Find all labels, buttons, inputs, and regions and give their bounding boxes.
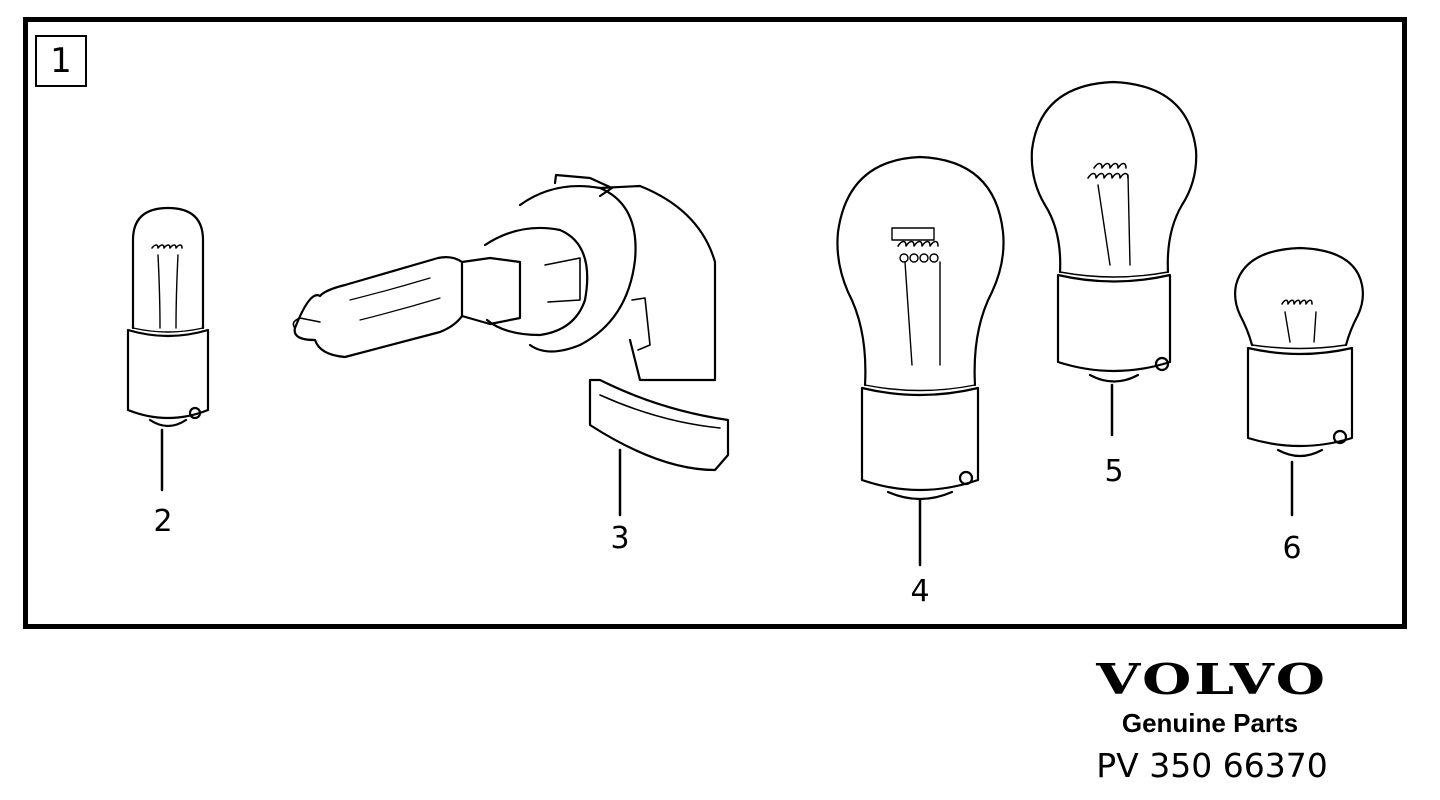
callout-4: 4	[910, 574, 930, 609]
part-number: PV 350 66370	[1096, 746, 1328, 785]
genuine-parts-label: Genuine Parts	[1121, 708, 1299, 738]
bulb-5-illustration	[1030, 80, 1198, 437]
bulb-2-illustration	[126, 206, 210, 492]
callout-6: 6	[1282, 531, 1302, 566]
volvo-logo: VOLVO	[1096, 655, 1328, 704]
diagram-index-label: 1	[35, 35, 87, 87]
bulb-6-illustration	[1234, 246, 1364, 517]
callout-2: 2	[153, 504, 173, 539]
bulb-3-illustration	[292, 173, 730, 517]
bulb-4-illustration	[836, 155, 1005, 567]
callout-3: 3	[610, 521, 630, 556]
diagram-frame	[23, 17, 1407, 629]
callout-5: 5	[1104, 454, 1124, 489]
